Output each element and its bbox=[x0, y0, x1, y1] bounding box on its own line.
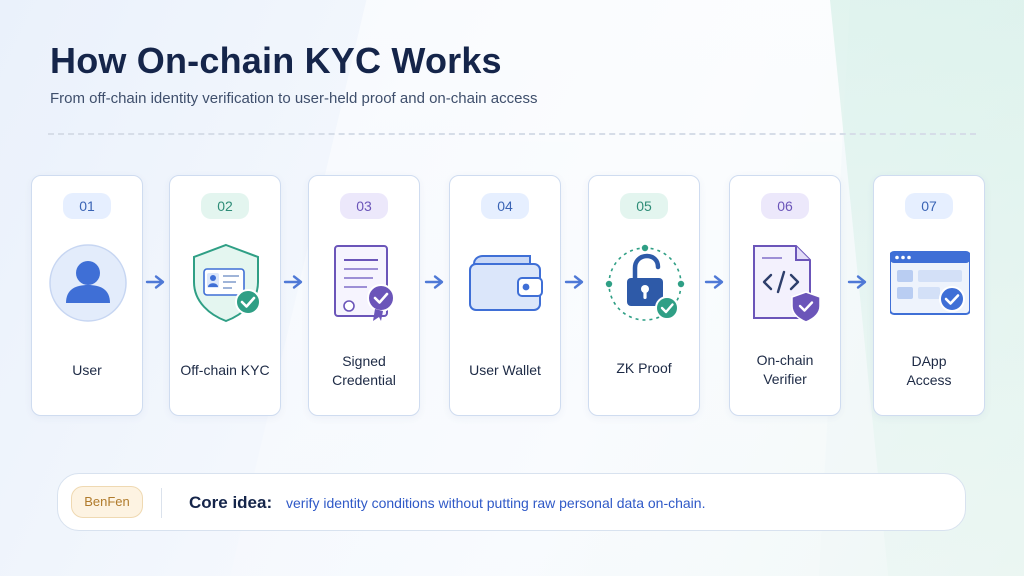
page-title: How On-chain KYC Works bbox=[50, 40, 502, 81]
page-subtitle: From off-chain identity verification to … bbox=[50, 90, 538, 107]
step-label: User bbox=[72, 362, 102, 378]
step-card-signed-credential: 03 Signed Credential bbox=[308, 175, 420, 416]
step-card-user: 01 User bbox=[31, 175, 143, 416]
step-number-badge: 04 bbox=[481, 193, 529, 219]
step-card-off-chain-kyc: 02 Off-chain KYC bbox=[169, 175, 281, 416]
step-number-badge: 05 bbox=[620, 193, 668, 219]
vertical-separator bbox=[161, 488, 162, 518]
step-number-badge: 02 bbox=[201, 193, 249, 219]
step-label: Off-chain KYC bbox=[180, 362, 270, 378]
step-number-badge: 03 bbox=[340, 193, 388, 219]
step-card-on-chain-verifier: 06 On-chain Verifier bbox=[729, 175, 841, 416]
user-icon bbox=[49, 244, 127, 322]
step-number-badge: 06 bbox=[761, 193, 809, 219]
code-document-shield-icon bbox=[753, 245, 821, 323]
flow-arrow bbox=[564, 275, 584, 289]
unlocked-padlock-icon bbox=[605, 244, 685, 321]
step-number-badge: 07 bbox=[905, 193, 953, 219]
step-card-zk-proof: 05 ZK Proof bbox=[588, 175, 700, 416]
core-idea-text: verify identity conditions without putti… bbox=[286, 495, 706, 511]
brand-badge: BenFen bbox=[71, 486, 143, 518]
signed-certificate-icon bbox=[334, 245, 395, 321]
flow-arrow bbox=[283, 275, 303, 289]
core-idea-banner: BenFen Core idea: verify identity condit… bbox=[57, 473, 966, 531]
browser-window-check-icon bbox=[890, 251, 970, 315]
flow-arrow bbox=[424, 275, 444, 289]
core-idea-label: Core idea: bbox=[189, 493, 273, 512]
step-label: User Wallet bbox=[469, 362, 541, 378]
wallet-icon bbox=[469, 255, 543, 311]
step-label: Signed Credential bbox=[332, 353, 396, 388]
step-number-badge: 01 bbox=[63, 193, 111, 219]
step-card-dapp-access: 07 DApp Access bbox=[873, 175, 985, 416]
dashed-divider bbox=[48, 133, 976, 135]
flow-arrow bbox=[847, 275, 867, 289]
id-shield-icon bbox=[193, 243, 261, 323]
step-label: DApp Access bbox=[906, 353, 952, 388]
step-label: On-chain Verifier bbox=[756, 352, 814, 387]
step-label: ZK Proof bbox=[616, 360, 672, 376]
step-card-user-wallet: 04 User Wallet bbox=[449, 175, 561, 416]
flow-arrow bbox=[704, 275, 724, 289]
flow-arrow bbox=[145, 275, 165, 289]
